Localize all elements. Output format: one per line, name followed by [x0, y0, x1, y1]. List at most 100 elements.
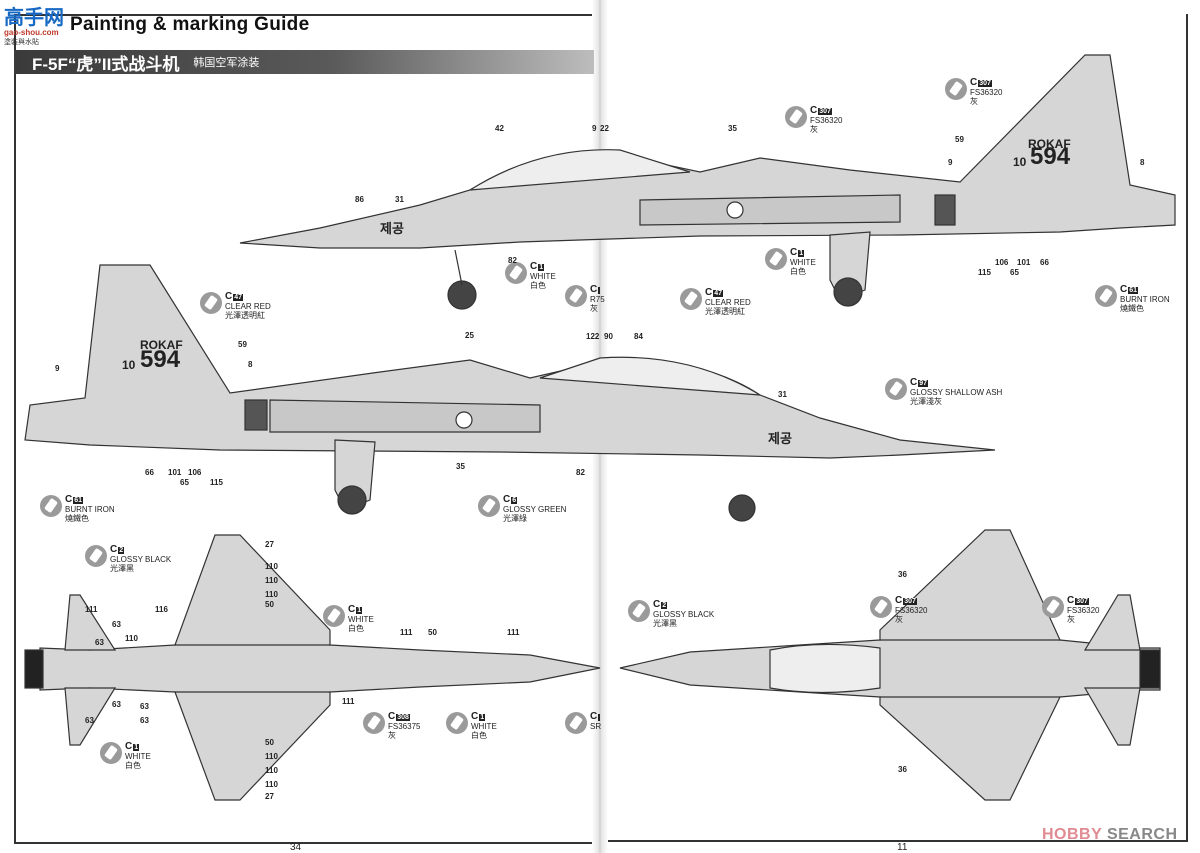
part-number-label: 110	[265, 590, 278, 599]
paint-code-letter: C	[590, 711, 598, 722]
paint-code-number: 307	[1075, 598, 1089, 605]
paint-code-letter: C	[65, 494, 73, 505]
paint-code-number: 307	[978, 80, 992, 87]
paint-code-number: 47	[233, 294, 244, 301]
model-banner: F-5F“虎”II式战斗机 韩国空军涂装	[14, 50, 594, 74]
paint-brush-icon	[885, 378, 907, 400]
paint-brush-icon	[785, 106, 807, 128]
tail-serial-1: 594	[1030, 143, 1071, 170]
part-number-label: 110	[125, 634, 138, 643]
part-number-label: 59	[238, 340, 247, 349]
watermark-brand: HOBBY	[1042, 826, 1102, 843]
part-number-label: 106	[995, 258, 1009, 267]
part-number-label: 115	[210, 478, 223, 487]
part-number-label: 116	[155, 605, 168, 614]
paint-name: GLOSSY BLACK	[110, 555, 172, 564]
tail-serial-prefix-2: 10	[122, 358, 136, 372]
paint-name-cn: 白色	[348, 624, 364, 633]
tail-serial-prefix-1: 10	[1013, 155, 1027, 169]
part-number-label: 84	[634, 332, 643, 341]
part-number-label: 115	[978, 268, 991, 277]
paint-code-letter: C	[705, 287, 713, 298]
paint-name-cn: 光澤透明紅	[225, 311, 265, 320]
paint-name: SR	[590, 722, 602, 731]
paint-name: GLOSSY GREEN	[503, 505, 567, 514]
paint-code: C	[590, 712, 601, 722]
part-number-label: 8	[1140, 158, 1145, 167]
paint-name: GLOSSY SHALLOW ASH	[910, 388, 1003, 397]
paint-code-number: 308	[396, 714, 410, 721]
paint-brush-icon	[40, 495, 62, 517]
part-number-label: 110	[265, 576, 278, 585]
part-number-label: 31	[395, 195, 404, 204]
paint-brush-icon	[478, 495, 500, 517]
paint-code-number	[598, 287, 601, 294]
paint-brush-icon	[1095, 285, 1117, 307]
paint-code-letter: C	[910, 377, 918, 388]
banner-scheme: 韩国空军涂装	[193, 57, 260, 69]
paint-name-cn: 光澤透明紅	[705, 307, 745, 316]
paint-name-cn: 燒鐵色	[1120, 304, 1144, 313]
paint-name: WHITE	[348, 615, 374, 624]
paint-code-number: 1	[538, 264, 545, 271]
tail-rokaf-1: ROKAF	[1028, 137, 1071, 151]
paint-code-letter: C	[810, 105, 818, 116]
part-number-label: 63	[112, 700, 121, 709]
part-number-label: 36	[898, 765, 907, 774]
paint-name-cn: 灰	[810, 125, 818, 134]
paint-code-number: 307	[903, 598, 917, 605]
paint-brush-icon	[446, 712, 468, 734]
paint-code-letter: C	[895, 595, 903, 606]
page-title: Painting & marking Guide	[70, 14, 310, 35]
paint-brush-icon	[565, 712, 587, 734]
paint-brush-icon	[945, 78, 967, 100]
part-number-label: 31	[778, 390, 787, 399]
paint-brush-icon	[505, 262, 527, 284]
part-number-label: 50	[428, 628, 437, 637]
part-number-label: 111	[342, 697, 355, 706]
paint-code-letter: C	[471, 711, 479, 722]
part-number-label: 36	[898, 570, 907, 579]
paint-brush-icon	[363, 712, 385, 734]
part-number-label: 90	[604, 332, 613, 341]
paint-name-cn: 灰	[895, 615, 903, 624]
paint-code-number: 2	[661, 602, 668, 609]
paint-brush-icon	[1042, 596, 1064, 618]
paint-name: R75	[590, 295, 605, 304]
part-number-label: 122	[586, 332, 600, 341]
paint-brush-icon	[680, 288, 702, 310]
part-number-label: 111	[400, 628, 413, 637]
paint-code-letter: C	[225, 291, 233, 302]
part-number-label: 82	[508, 256, 517, 265]
paint-name: FS36320	[970, 88, 1003, 97]
logo-text: 高手网	[4, 7, 64, 29]
paint-name-cn: 灰	[970, 97, 978, 106]
paint-name-cn: 光澤黑	[110, 564, 134, 573]
nose-marking-1: 제공	[380, 221, 404, 236]
part-number-label: 110	[265, 752, 278, 761]
part-number-label: 35	[728, 124, 737, 133]
part-number-label: 65	[1010, 268, 1019, 277]
paint-code-number: 1	[479, 714, 486, 721]
left-page-frame	[14, 14, 596, 844]
paint-name-cn: 白色	[530, 281, 546, 290]
part-number-label: 9	[55, 364, 60, 373]
paint-brush-icon	[323, 605, 345, 627]
